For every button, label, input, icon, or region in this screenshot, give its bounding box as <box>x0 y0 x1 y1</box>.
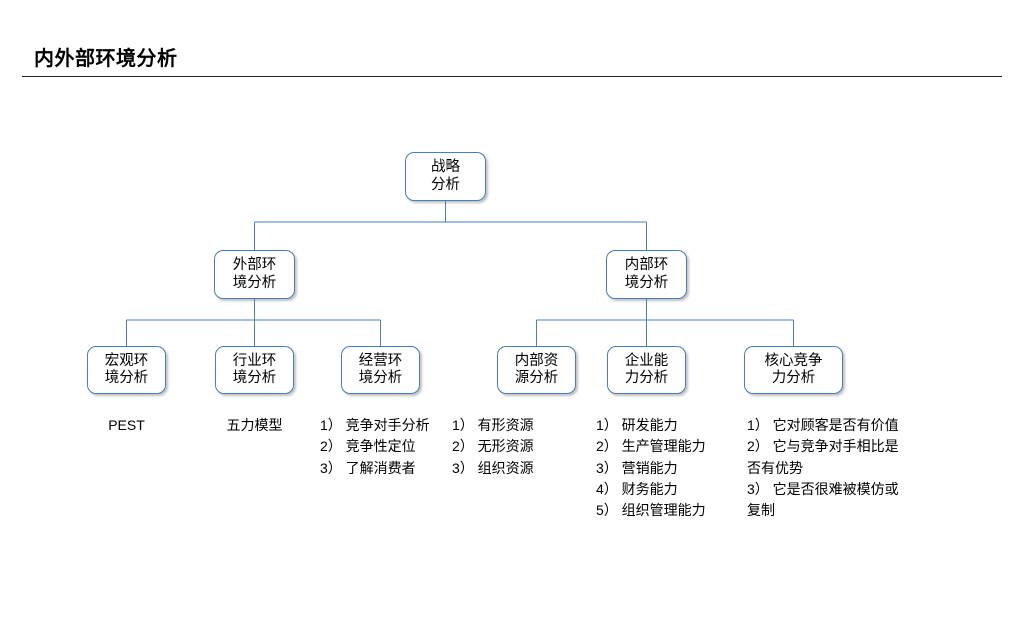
node-line-2: 分析 <box>431 176 460 193</box>
node-macro-environment-analysis[interactable]: 宏观环 境分析 <box>87 346 166 394</box>
node-industry-environment-analysis[interactable]: 行业环 境分析 <box>215 346 294 394</box>
node-line-2: 力分析 <box>624 370 669 386</box>
node-line-1: 战略 <box>431 159 460 176</box>
node-external-environment-analysis[interactable]: 外部环 境分析 <box>214 250 295 299</box>
caption-industry: 五力模型 <box>226 417 283 433</box>
node-line-1: 经营环 <box>358 352 403 369</box>
node-line-1: 宏观环 <box>104 352 149 369</box>
node-line-1: 内部资 <box>514 352 559 369</box>
node-line-1: 内部环 <box>624 257 669 274</box>
node-line-2: 境分析 <box>232 370 277 386</box>
node-line-1: 企业能 <box>624 352 669 369</box>
node-line-1: 核心竞争 <box>764 352 823 369</box>
caption-capability: 1） 研发能力 2） 生产管理能力 3） 营销能力 4） 财务能力 5） 组织管… <box>596 417 706 519</box>
node-line-2: 源分析 <box>514 370 559 386</box>
title-divider <box>22 76 1002 77</box>
node-operating-environment-analysis[interactable]: 经营环 境分析 <box>341 346 420 394</box>
node-strategy-analysis[interactable]: 战略 分析 <box>405 152 486 201</box>
node-line-1: 外部环 <box>232 257 277 274</box>
node-internal-resources-analysis[interactable]: 内部资 源分析 <box>497 346 576 394</box>
node-internal-environment-analysis[interactable]: 内部环 境分析 <box>606 250 687 299</box>
caption-macro: PEST <box>108 417 145 433</box>
caption-core: 1） 它对顾客是否有价值 2） 它与竞争对手相比是 否有优势 3） 它是否很难被… <box>747 417 899 519</box>
node-line-1: 行业环 <box>232 352 277 369</box>
node-line-2: 力分析 <box>771 370 816 386</box>
node-line-2: 境分析 <box>232 274 277 291</box>
node-line-2: 境分析 <box>104 370 149 386</box>
page-title: 内外部环境分析 <box>34 48 178 70</box>
node-line-2: 境分析 <box>358 370 403 386</box>
node-core-competence-analysis[interactable]: 核心竞争 力分析 <box>744 346 843 394</box>
caption-operating: 1） 竞争对手分析 2） 竞争性定位 3） 了解消费者 <box>320 417 430 476</box>
caption-resources: 1） 有形资源 2） 无形资源 3） 组织资源 <box>452 417 534 476</box>
node-line-2: 境分析 <box>624 274 669 291</box>
node-enterprise-capability-analysis[interactable]: 企业能 力分析 <box>607 346 686 394</box>
